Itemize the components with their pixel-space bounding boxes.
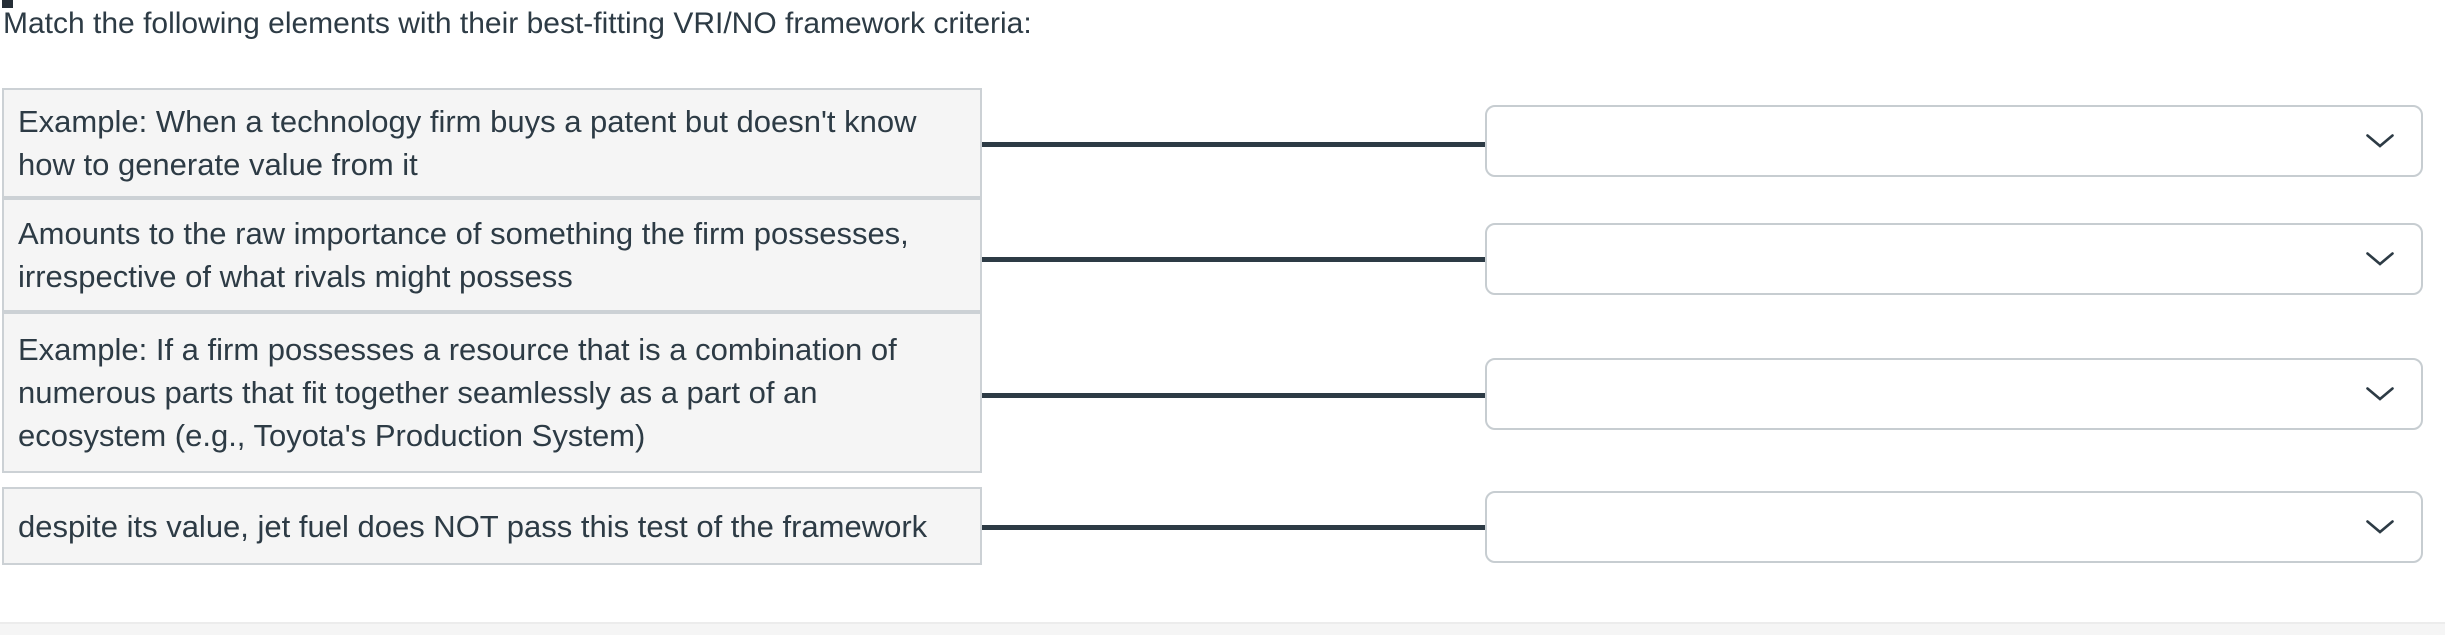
chevron-down-icon — [2365, 386, 2395, 402]
match-connector-line-4 — [982, 525, 1485, 530]
match-connector-line-2 — [982, 257, 1485, 262]
match-stimulus-1-text: Example: When a technology firm buys a p… — [18, 104, 917, 182]
chevron-down-icon — [2365, 251, 2395, 267]
match-connector-line-3 — [982, 393, 1485, 398]
match-stimulus-4-text: despite its value, jet fuel does NOT pas… — [18, 508, 928, 544]
match-stimulus-4: despite its value, jet fuel does NOT pas… — [2, 487, 982, 565]
match-stimulus-3: Example: If a firm possesses a resource … — [2, 312, 982, 473]
chevron-down-icon — [2365, 519, 2395, 535]
match-stimulus-2: Amounts to the raw importance of somethi… — [2, 198, 982, 312]
match-stimulus-1: Example: When a technology firm buys a p… — [2, 88, 982, 198]
section-bottom-divider — [0, 622, 2445, 635]
match-answer-dropdown-2[interactable] — [1485, 223, 2423, 295]
match-answer-dropdown-3[interactable] — [1485, 358, 2423, 430]
chevron-down-icon — [2365, 133, 2395, 149]
match-answer-dropdown-1[interactable] — [1485, 105, 2423, 177]
truncated-text-fragment — [2, 0, 13, 8]
match-stimulus-2-text: Amounts to the raw importance of somethi… — [18, 216, 909, 294]
match-stimulus-3-text: Example: If a firm possesses a resource … — [18, 332, 897, 453]
match-answer-dropdown-4[interactable] — [1485, 491, 2423, 563]
match-connector-line-1 — [982, 142, 1485, 147]
question-title: Match the following elements with their … — [3, 7, 1032, 40]
